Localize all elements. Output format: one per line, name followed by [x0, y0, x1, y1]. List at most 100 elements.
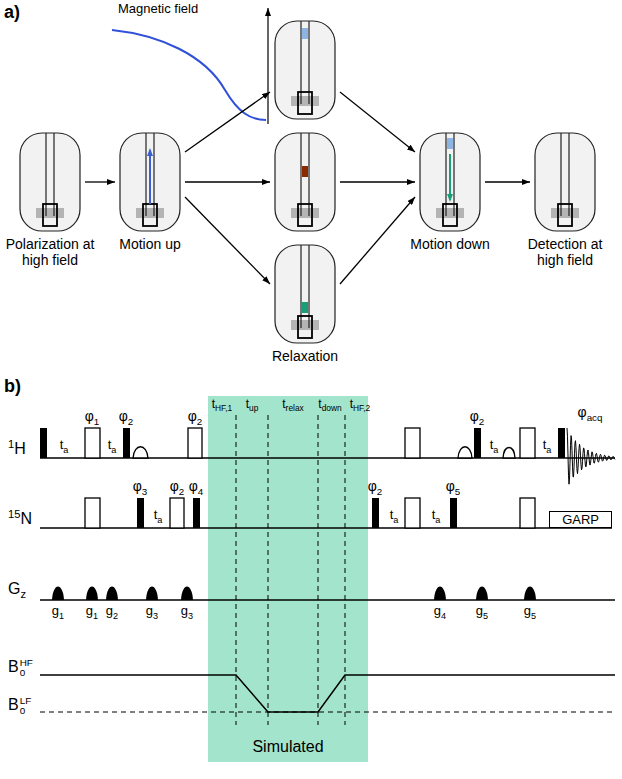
gradient-pulse — [106, 587, 118, 601]
sequence-label: a — [493, 445, 498, 455]
flow-arrow — [185, 92, 415, 182]
sequence-label: g1 — [86, 604, 98, 619]
sequence-label: B0LF — [8, 696, 31, 716]
sequence-label: 2 — [479, 416, 484, 427]
sequence-label: 5 — [455, 486, 460, 497]
sequence-label: 1 — [94, 416, 99, 427]
sequence-label: φ2 — [119, 408, 134, 424]
sequence-label: φ1 — [85, 408, 100, 424]
sequence-label: g5 — [524, 604, 536, 619]
decoupling-label: GARP — [562, 512, 599, 527]
refocusing-pulse — [405, 428, 420, 458]
sequence-label: φ2 — [188, 408, 203, 424]
refocusing-pulse — [85, 498, 100, 528]
sequence-label: z — [20, 588, 26, 600]
magnet — [20, 133, 80, 231]
sample — [302, 28, 453, 313]
gradient-pulse — [524, 587, 536, 601]
stage-caption: Detection at high field — [519, 236, 611, 268]
sequence-label: a — [111, 445, 116, 455]
magnet-stage: Detection at high field — [534, 132, 596, 232]
sample — [302, 302, 308, 313]
sequence-label: 2 — [128, 416, 133, 427]
sequence-label: 15 — [8, 508, 20, 520]
sequence-label: φ3 — [133, 478, 148, 494]
sequence-label: HF,2 — [353, 403, 370, 413]
panel-letter: a) — [4, 2, 20, 23]
sequence-label: 2 — [113, 611, 118, 621]
hard-pulse — [40, 428, 47, 458]
shaped-pulse — [133, 447, 148, 458]
sequence-label: 4 — [198, 486, 203, 497]
hard-pulse — [372, 498, 379, 528]
axis-label: Magnetic field — [118, 2, 198, 17]
sequence-label: 5 — [483, 611, 488, 621]
stage-caption: Polarization at high field — [4, 236, 96, 268]
channel-line — [40, 675, 615, 712]
magnet — [275, 133, 335, 231]
field-plot — [267, 8, 268, 124]
time-divider — [268, 415, 269, 725]
hard-pulse — [474, 428, 481, 458]
gradient-pulse — [146, 587, 158, 601]
sequence-label: relax — [286, 403, 304, 413]
time-divider — [345, 415, 346, 725]
refocusing-pulse — [405, 498, 420, 528]
refocusing-pulse — [85, 428, 535, 528]
magnet — [20, 21, 595, 343]
sequence-label: tHF,1 — [212, 398, 233, 412]
sequence-label: 2 — [197, 416, 202, 427]
sequence-label: ta — [60, 438, 69, 453]
motion-arrow — [449, 154, 451, 200]
sequence-label: g5 — [476, 604, 488, 619]
sequence-label: a — [393, 515, 398, 525]
sequence-label: ta — [154, 508, 163, 523]
magnet-stage: Polarization at high field — [19, 132, 81, 232]
gradient-pulse — [52, 587, 64, 601]
sample — [302, 28, 308, 39]
sequence-label: 2 — [377, 486, 382, 497]
hard-pulse — [193, 498, 200, 528]
sequence-label: g1 — [52, 604, 64, 619]
channel-line — [40, 458, 615, 712]
sequence-label: Gz — [8, 580, 26, 598]
sequence-label: ta — [108, 438, 117, 453]
sequence-label: 3 — [153, 611, 158, 621]
sequence-label: g2 — [106, 604, 118, 619]
gradient-pulse — [434, 587, 446, 601]
fid-signal — [567, 428, 615, 484]
flow-arrow — [185, 197, 270, 284]
sequence-label: a — [157, 515, 162, 525]
sequence-label: 2 — [179, 486, 184, 497]
sequence-label: 1H — [8, 440, 26, 458]
sequence-label: φ2 — [470, 408, 485, 424]
sequence-label: B0HF — [8, 658, 33, 678]
sequence-label: HF,1 — [215, 403, 232, 413]
gradient-pulse — [181, 587, 193, 601]
shaped-pulse — [133, 447, 515, 458]
motion-arrow — [149, 150, 151, 204]
sequence-label: acq — [587, 412, 603, 423]
sequence-label: 0LF — [20, 696, 32, 716]
sequence-label: up — [249, 403, 258, 413]
hard-pulse — [558, 428, 565, 458]
field-plot — [112, 8, 268, 124]
sequence-label: ta — [490, 438, 499, 453]
simulated-region — [208, 396, 368, 762]
sequence-label: 5 — [531, 611, 536, 621]
flow-arrow — [340, 92, 415, 152]
decoupling-box: GARP — [549, 511, 612, 528]
sequence-label: 4 — [441, 611, 446, 621]
sequence-label: 1 — [93, 611, 98, 621]
refocusing-pulse — [188, 428, 202, 458]
gradient-pulse — [52, 587, 536, 601]
region-label: Simulated — [252, 738, 323, 756]
sequence-label: LF — [20, 696, 32, 706]
flow-arrow — [340, 181, 415, 182]
sequence-label: φ5 — [446, 478, 461, 494]
sequence-label: 1 — [8, 438, 14, 450]
magnet — [275, 245, 335, 343]
hard-pulse — [137, 498, 144, 528]
sequence-label: φ2 — [368, 478, 383, 494]
